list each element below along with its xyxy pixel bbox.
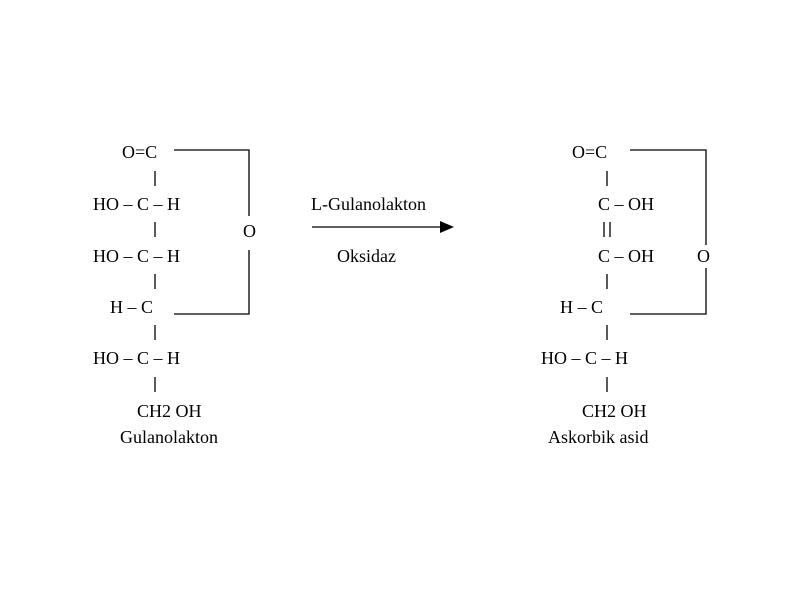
product-ring-oxygen: O: [697, 246, 710, 266]
product-ring-upper: [630, 149, 707, 245]
product-carbonyl: O=C: [572, 142, 607, 162]
reactant-c6: CH2 OH: [137, 401, 202, 421]
reactant-name: Gulanolakton: [120, 427, 218, 447]
enzyme-name-line2: Oksidaz: [337, 246, 396, 266]
product-c6: CH2 OH: [582, 401, 647, 421]
reactant-structure: O=C HO – C – H HO – C – H H – C HO – C –…: [93, 142, 256, 447]
product-c3: C – OH: [598, 246, 654, 266]
reaction-arrow-head: [440, 221, 454, 233]
product-ring-lower: [630, 268, 707, 315]
product-structure: O=C C – OH C – OH H – C HO – C – H CH2 O…: [541, 142, 710, 447]
product-name: Askorbik asid: [548, 427, 649, 447]
reactant-carbonyl: O=C: [122, 142, 157, 162]
reactant-c2: HO – C – H: [93, 194, 180, 214]
product-c5: HO – C – H: [541, 348, 628, 368]
product-c2: C – OH: [598, 194, 654, 214]
reactant-c4: H – C: [110, 297, 153, 317]
reactant-c3: HO – C – H: [93, 246, 180, 266]
reactant-ring-lower: [174, 250, 250, 315]
reactant-c5: HO – C – H: [93, 348, 180, 368]
enzyme-name-line1: L-Gulanolakton: [311, 194, 426, 214]
reactant-ring-upper: [174, 149, 250, 216]
reactant-ring-oxygen: O: [243, 221, 256, 241]
product-c4: H – C: [560, 297, 603, 317]
reaction-arrow-group: L-Gulanolakton Oksidaz: [311, 194, 454, 266]
